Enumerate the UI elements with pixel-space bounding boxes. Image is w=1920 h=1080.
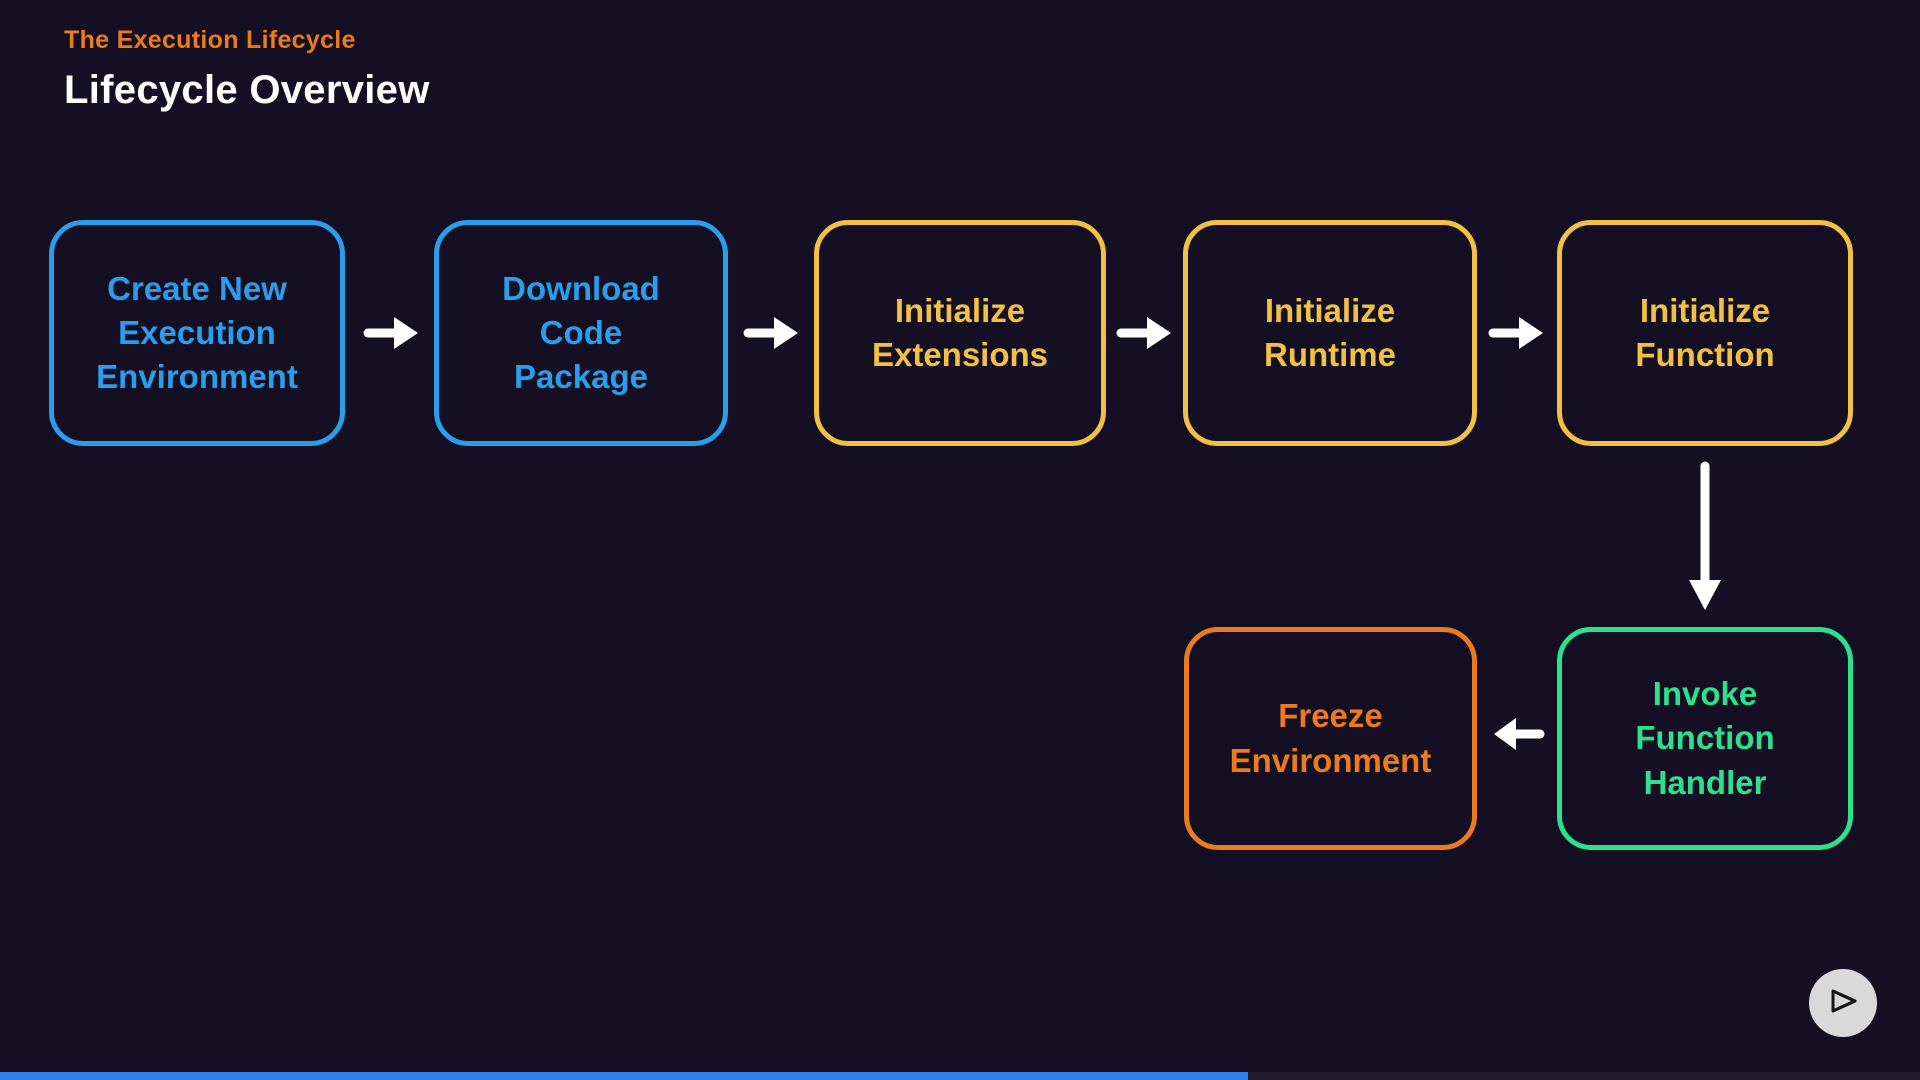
arrow-down-icon bbox=[1683, 458, 1727, 618]
arrow-right-icon bbox=[362, 311, 422, 355]
node-initialize-extensions: Initialize Extensions bbox=[814, 220, 1106, 446]
node-label: Download Code Package bbox=[502, 269, 660, 396]
node-label: Initialize Function bbox=[1635, 291, 1775, 373]
fast-forward-icon bbox=[1823, 981, 1863, 1026]
page-title: Lifecycle Overview bbox=[64, 68, 430, 112]
video-progress-fill bbox=[0, 1072, 1248, 1080]
node-initialize-function: Initialize Function bbox=[1557, 220, 1853, 446]
node-label: Initialize Extensions bbox=[871, 291, 1049, 373]
node-create-execution-environment: Create New Execution Environment bbox=[49, 220, 345, 446]
video-progress-track[interactable] bbox=[0, 1072, 1920, 1080]
node-label: Invoke Function Handler bbox=[1635, 675, 1775, 801]
node-download-code-package: Download Code Package bbox=[434, 220, 728, 446]
node-invoke-function-handler: Invoke Function Handler bbox=[1557, 627, 1853, 850]
node-label: Create New Execution Environment bbox=[96, 269, 298, 396]
arrow-right-icon bbox=[1115, 311, 1175, 355]
node-label: Initialize Runtime bbox=[1264, 291, 1396, 373]
slide-eyebrow: The Execution Lifecycle bbox=[64, 26, 356, 54]
play-button[interactable] bbox=[1809, 969, 1877, 1037]
arrow-right-icon bbox=[742, 311, 802, 355]
node-freeze-environment: Freeze Environment bbox=[1184, 627, 1477, 850]
node-initialize-runtime: Initialize Runtime bbox=[1183, 220, 1477, 446]
node-label: Freeze Environment bbox=[1229, 697, 1432, 779]
arrow-left-icon bbox=[1490, 712, 1546, 756]
arrow-right-icon bbox=[1487, 311, 1547, 355]
